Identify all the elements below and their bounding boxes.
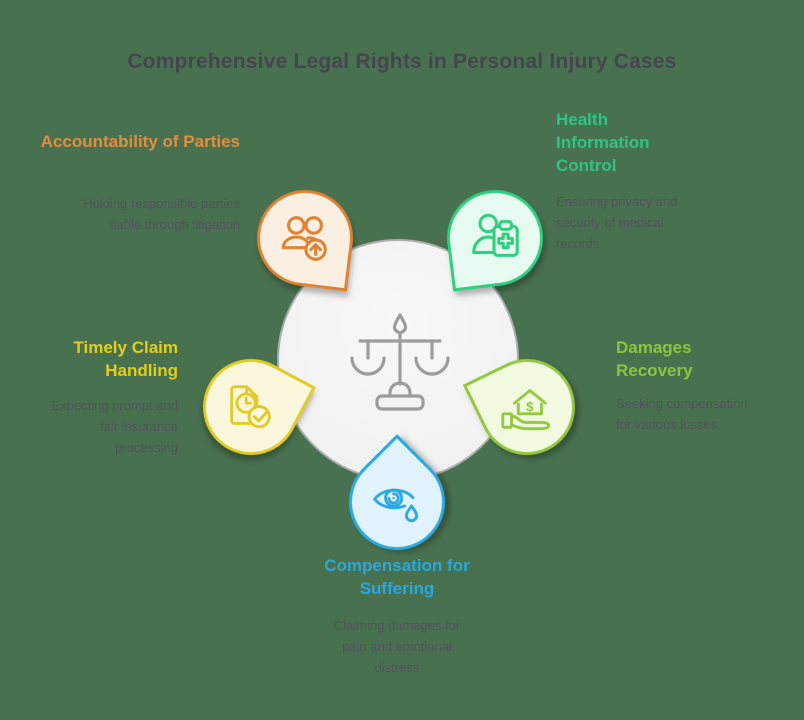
eye-with-tear-icon bbox=[352, 457, 442, 547]
petal-health-information-control bbox=[441, 184, 549, 292]
scales-of-justice-icon bbox=[350, 313, 450, 411]
people-with-up-arrow-icon bbox=[260, 193, 350, 283]
petal-compensation-for-suffering bbox=[329, 434, 465, 570]
svg-text:$: $ bbox=[526, 399, 534, 414]
description-compensation-for-suffering: Claiming damages for pain and emotional … bbox=[333, 618, 461, 676]
person-with-medical-clipboard-icon bbox=[450, 193, 540, 283]
label-compensation-for-suffering: Compensation for Suffering bbox=[324, 556, 470, 598]
label-damages-recovery: Damages Recovery bbox=[616, 338, 693, 380]
label-health-information-control: Health Information Control bbox=[556, 110, 650, 175]
label-timely-claim-handling: Timely Claim Handling bbox=[73, 338, 178, 380]
petal-damages-recovery: $ bbox=[462, 342, 592, 472]
description-damages-recovery: Seeking compensation for various losses bbox=[616, 396, 748, 433]
petal-accountability-of-parties bbox=[251, 184, 359, 292]
description-timely-claim-handling: Expecting prompt and fair insurance proc… bbox=[51, 398, 178, 456]
petal-timely-claim-handling bbox=[186, 342, 316, 472]
label-accountability-of-parties: Accountability of Parties bbox=[40, 132, 240, 151]
description-health-information-control: Ensuring privacy and security of medical… bbox=[556, 194, 678, 252]
document-clock-check-icon bbox=[206, 362, 296, 452]
hand-holding-house-dollar-icon: $ bbox=[482, 362, 572, 452]
description-accountability-of-parties: Holding responsible parties liable throu… bbox=[83, 196, 240, 233]
page-title: Comprehensive Legal Rights in Personal I… bbox=[127, 50, 677, 73]
